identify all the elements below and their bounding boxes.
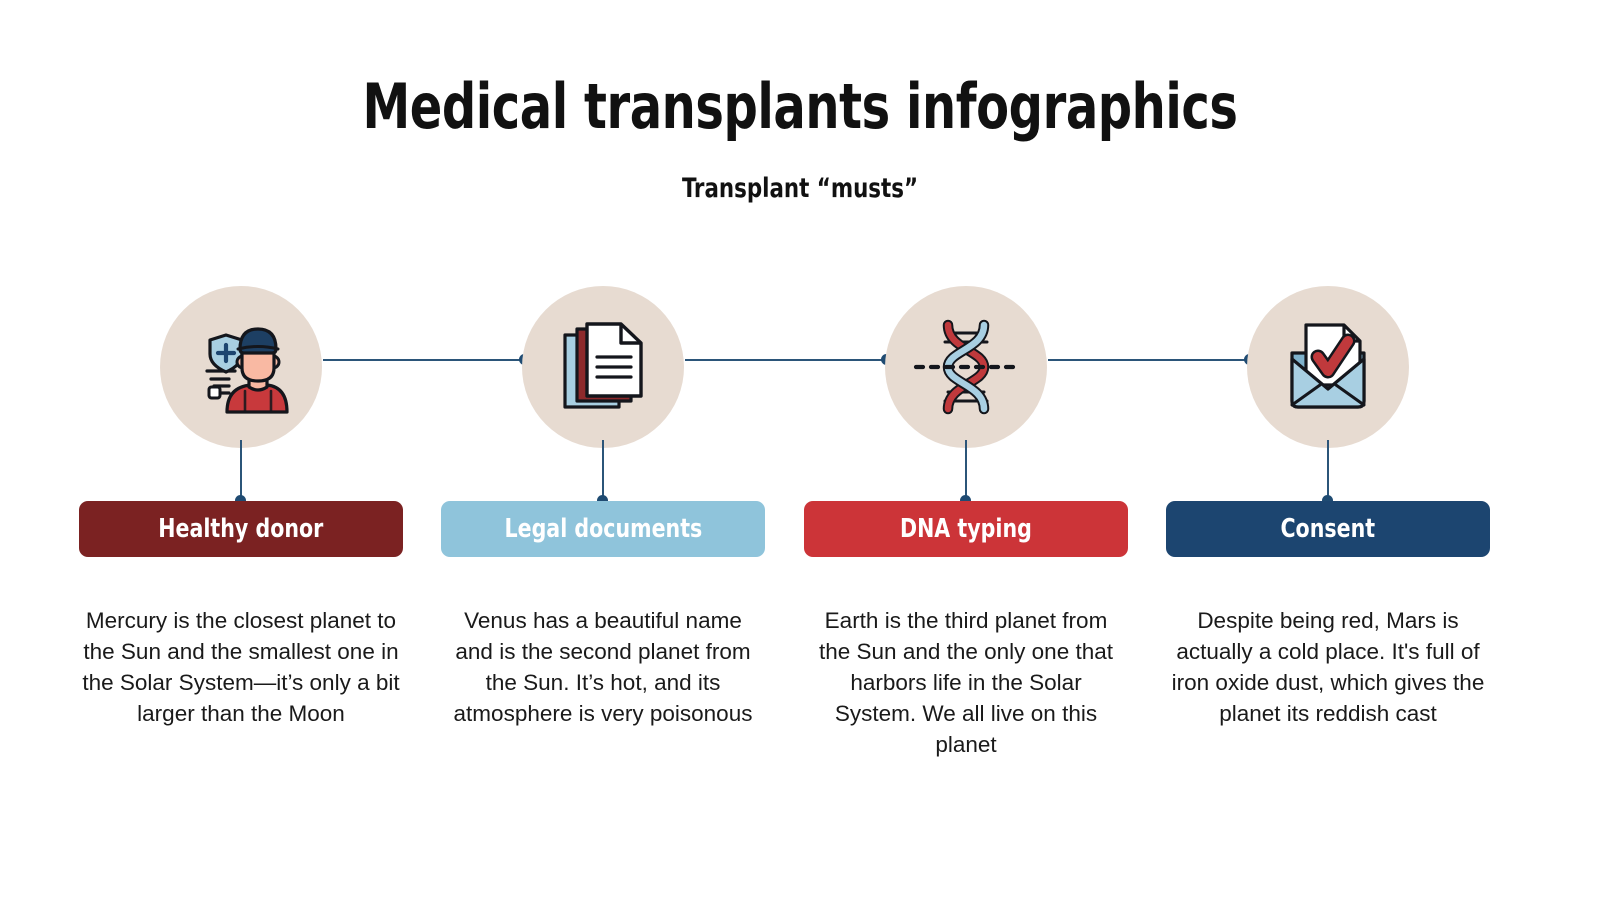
drop-dot-consent — [1322, 495, 1333, 506]
step-label-bar-consent[interactable]: Consent — [1166, 501, 1490, 557]
step-icon-circle-healthy-donor[interactable] — [160, 286, 322, 448]
step-label-bar-dna-typing[interactable]: DNA typing — [804, 501, 1128, 557]
drop-line-legal-documents — [602, 440, 604, 502]
connector-line-0-to-1 — [323, 359, 526, 361]
healthy-donor-icon — [189, 315, 293, 419]
step-icon-circle-consent[interactable] — [1247, 286, 1409, 448]
page-header: Medical transplants infographics Transpl… — [0, 0, 1600, 204]
step-label-healthy-donor: Healthy donor — [158, 514, 324, 544]
step-body-consent: Despite being red, Mars is actually a co… — [1171, 608, 1485, 726]
step-body-healthy-donor: Mercury is the closest planet to the Sun… — [82, 608, 400, 726]
step-label-dna-typing: DNA typing — [900, 514, 1032, 544]
step-body-dna-typing: Earth is the third planet from the Sun a… — [819, 608, 1113, 757]
step-icon-circle-dna-typing[interactable] — [885, 286, 1047, 448]
page-title: Medical transplants infographics — [362, 70, 1238, 143]
connector-line-1-to-2 — [685, 359, 888, 361]
drop-dot-healthy-donor — [235, 495, 246, 506]
step-label-bar-legal-documents[interactable]: Legal documents — [441, 501, 765, 557]
drop-line-consent — [1327, 440, 1329, 502]
step-body-legal-documents: Venus has a beautiful name and is the se… — [453, 608, 753, 726]
step-label-legal-documents: Legal documents — [504, 514, 702, 544]
consent-envelope-icon — [1276, 317, 1380, 417]
connector-line-2-to-3 — [1048, 359, 1251, 361]
dna-typing-icon — [912, 315, 1020, 419]
legal-documents-icon — [553, 315, 653, 419]
page-subtitle: Transplant “musts” — [681, 173, 919, 205]
drop-dot-dna-typing — [960, 495, 971, 506]
step-label-consent: Consent — [1280, 514, 1376, 544]
step-label-bar-healthy-donor[interactable]: Healthy donor — [79, 501, 403, 557]
drop-line-healthy-donor — [240, 440, 242, 502]
drop-line-dna-typing — [965, 440, 967, 502]
step-icon-circle-legal-documents[interactable] — [522, 286, 684, 448]
drop-dot-legal-documents — [597, 495, 608, 506]
